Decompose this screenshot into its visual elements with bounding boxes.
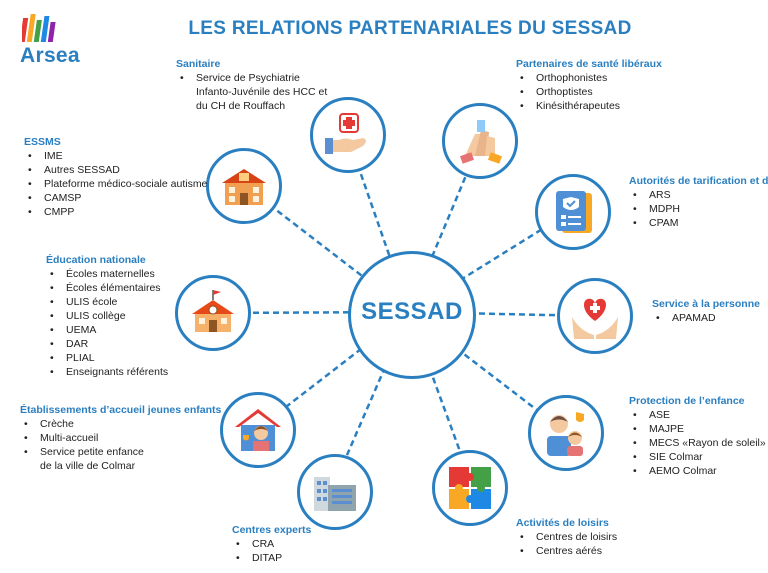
list-item: AEMO Colmar xyxy=(629,464,766,478)
group-title: Éducation nationale xyxy=(46,254,146,266)
group-loisirs: Activités de loisirs Centres de loisirs … xyxy=(516,516,617,558)
checklist-icon xyxy=(556,191,592,233)
group-title: Activités de loisirs xyxy=(516,517,609,529)
essms-circle xyxy=(206,148,282,224)
autorites-circle xyxy=(535,174,611,250)
list-item: ULIS école xyxy=(46,295,168,309)
house-child-icon xyxy=(235,409,281,451)
list-item: MAJPE xyxy=(629,422,766,436)
list-item: Écoles élémentaires xyxy=(46,281,168,295)
sante-circle xyxy=(442,103,518,179)
list-item: Orthophonistes xyxy=(516,71,662,85)
list-item: UEMA xyxy=(46,323,168,337)
heart-hands-icon xyxy=(572,298,618,339)
list-item: ASE xyxy=(629,408,766,422)
group-etablissements: Établissements d’accueil jeunes enfants … xyxy=(20,403,221,473)
list-item: Centres aérés xyxy=(516,544,617,558)
group-title: Autorités de tarification et de c xyxy=(629,175,768,187)
list-item: Kinésithérapeutes xyxy=(516,99,662,113)
list-item-continuation: de la ville de Colmar xyxy=(40,460,136,472)
list-item: Multi-accueil xyxy=(20,431,221,445)
joined-hands-icon xyxy=(459,120,503,164)
list-item: PLIAL xyxy=(46,351,168,365)
list-item: CPAM xyxy=(629,216,768,230)
center-label: SESSAD xyxy=(361,298,463,325)
list-item: ULIS collège xyxy=(46,309,168,323)
list-item: MDPH xyxy=(629,202,768,216)
list-item: ARS xyxy=(629,188,768,202)
list-item: CAMSP xyxy=(24,191,207,205)
list-item: Orthoptistes xyxy=(516,85,662,99)
family-icon xyxy=(547,412,584,456)
logo-bars-icon xyxy=(22,14,56,42)
list-item: Écoles maternelles xyxy=(46,267,168,281)
list-item: CMPP xyxy=(24,205,207,219)
list-item: Autres SESSAD xyxy=(24,163,207,177)
group-title: Sanitaire xyxy=(176,58,221,70)
protection-circle xyxy=(528,395,604,471)
health-hand-icon xyxy=(325,113,366,154)
list-item: DITAP xyxy=(232,551,311,565)
school-flag-icon xyxy=(192,290,234,332)
list-item: DAR xyxy=(46,337,168,351)
group-title: ESSMS xyxy=(24,136,61,148)
list-item: Service petite enfance xyxy=(20,445,221,459)
list-item: APAMAD xyxy=(652,311,760,325)
group-essms: ESSMS IME Autres SESSAD Plateforme médic… xyxy=(24,135,207,219)
list-item: MECS «Rayon de soleil» xyxy=(629,436,766,450)
list-item: Plateforme médico-sociale autisme xyxy=(24,177,207,191)
puzzle-icon xyxy=(449,467,491,509)
arsea-logo: Arsea xyxy=(18,10,88,67)
group-autorites: Autorités de tarification et de c ARS MD… xyxy=(629,174,768,230)
group-service-personne: Service à la personne APAMAD xyxy=(652,297,760,325)
logo-text: Arsea xyxy=(20,44,80,67)
service-circle xyxy=(557,278,633,354)
list-item: Crèche xyxy=(20,417,221,431)
list-item: CRA xyxy=(232,537,311,551)
experts-circle xyxy=(297,454,373,530)
group-sante-liberaux: Partenaires de santé libéraux Orthophoni… xyxy=(516,57,662,113)
office-buildings-icon xyxy=(314,477,356,511)
group-title: Partenaires de santé libéraux xyxy=(516,58,662,70)
list-item: SIE Colmar xyxy=(629,450,766,464)
group-title: Protection de l’enfance xyxy=(629,395,745,407)
list-item-continuation: du CH de Rouffach xyxy=(196,100,286,112)
loisirs-circle xyxy=(432,450,508,526)
group-experts: Centres experts CRA DITAP xyxy=(232,523,311,565)
etablissements-circle xyxy=(220,392,296,468)
group-education: Éducation nationale Écoles maternelles É… xyxy=(46,253,168,379)
group-sanitaire: Sanitaire Service de Psychiatrie Infanto… xyxy=(176,57,327,113)
list-item-continuation: Infanto-Juvénile des HCC et xyxy=(196,86,328,98)
list-item: Service de Psychiatrie xyxy=(176,71,327,85)
group-title: Service à la personne xyxy=(652,298,760,310)
education-circle xyxy=(175,275,251,351)
school-building-icon xyxy=(222,169,266,205)
list-item: IME xyxy=(24,149,207,163)
list-item: Enseignants référents xyxy=(46,365,168,379)
group-protection: Protection de l’enfance ASE MAJPE MECS «… xyxy=(629,394,766,478)
list-item: Centres de loisirs xyxy=(516,530,617,544)
sanitaire-circle xyxy=(310,97,386,173)
page-title: LES RELATIONS PARTENARIALES DU SESSAD xyxy=(188,18,632,39)
center-node: SESSAD xyxy=(348,251,476,379)
group-title: Centres experts xyxy=(232,524,312,536)
group-title: Établissements d’accueil jeunes enfants xyxy=(20,404,222,416)
